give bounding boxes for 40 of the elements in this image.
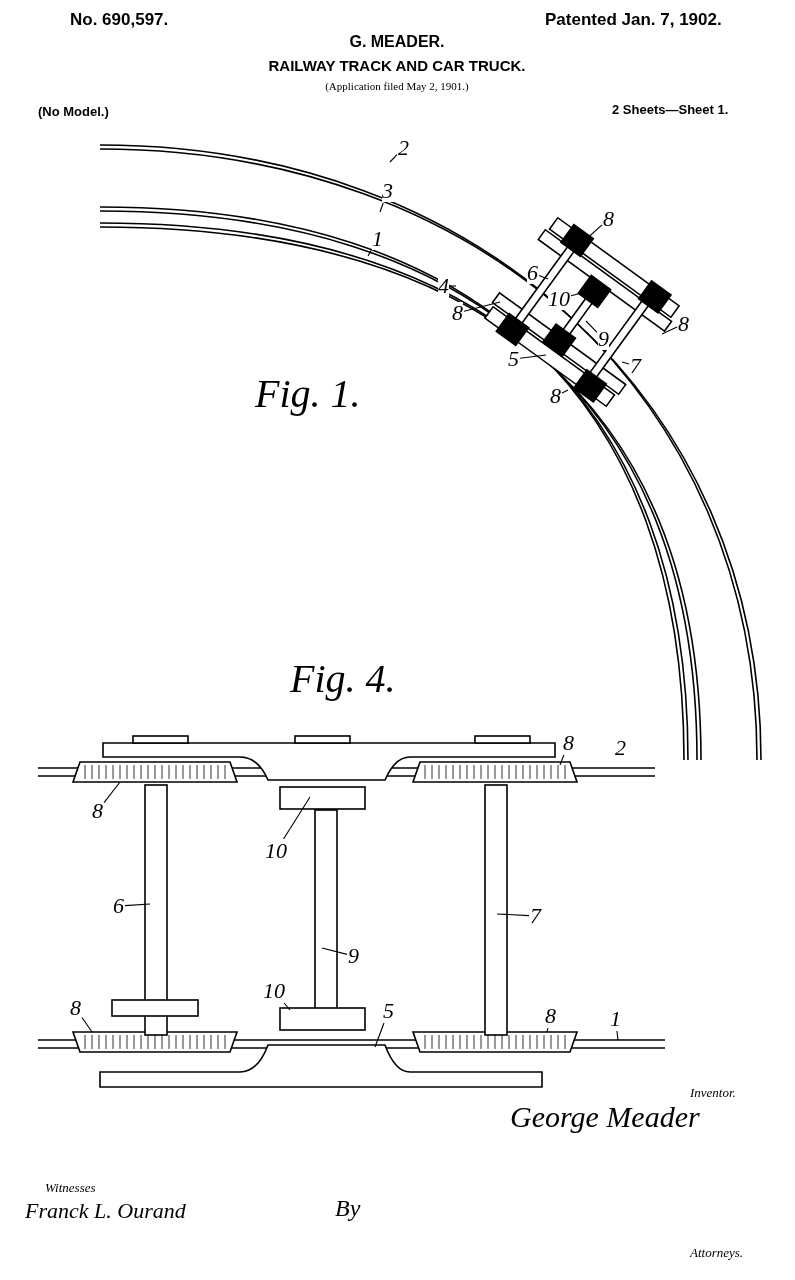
leader-line: [449, 285, 457, 287]
leader-line: [546, 1027, 549, 1033]
attorneys-caption: Attorneys.: [690, 1245, 744, 1261]
model-note: (No Model.): [38, 104, 109, 119]
witness-signature: Franck L. Ourand: [25, 1198, 186, 1224]
figure-label: Fig. 4.: [290, 655, 396, 702]
leader-line: [570, 293, 579, 297]
sheet-number: 2 Sheets—Sheet 1.: [612, 102, 729, 117]
leader-line: [389, 154, 398, 163]
leader-line: [283, 1002, 291, 1011]
inventor-name: G. MEADER.: [349, 33, 445, 51]
callout-number: 10: [548, 288, 570, 310]
leader-line: [585, 320, 598, 333]
leader-line: [559, 754, 565, 766]
leader-line: [496, 913, 530, 917]
patent-number: No. 690,597.: [70, 10, 169, 30]
leader-line: [124, 903, 151, 907]
inventor-signature: George Meader: [510, 1100, 700, 1134]
figure-label: Fig. 1.: [255, 370, 361, 417]
patent-title: RAILWAY TRACK AND CAR TRUCK.: [268, 57, 526, 74]
inventor-caption: Inventor.: [690, 1085, 736, 1101]
leader-line: [538, 274, 549, 280]
leader-line: [283, 796, 311, 840]
leader-line: [321, 947, 348, 955]
leader-line: [621, 361, 630, 365]
callout-number: 4: [438, 275, 449, 297]
witnesses-caption: Witnesses: [45, 1180, 96, 1196]
leader-line: [519, 354, 547, 359]
leader-line: [374, 1022, 385, 1048]
leader-line: [81, 1016, 93, 1033]
leader-line: [661, 326, 678, 335]
leader-line: [561, 389, 569, 394]
patent-date: Patented Jan. 7, 1902.: [545, 10, 722, 30]
filing-note: (Application filed May 2, 1901.): [325, 80, 469, 92]
leader-line: [379, 202, 384, 213]
leader-line: [616, 1030, 619, 1041]
leader-line: [103, 781, 121, 804]
leader-line: [463, 301, 501, 312]
leader-line: [367, 250, 372, 257]
by-text: By: [335, 1195, 361, 1222]
